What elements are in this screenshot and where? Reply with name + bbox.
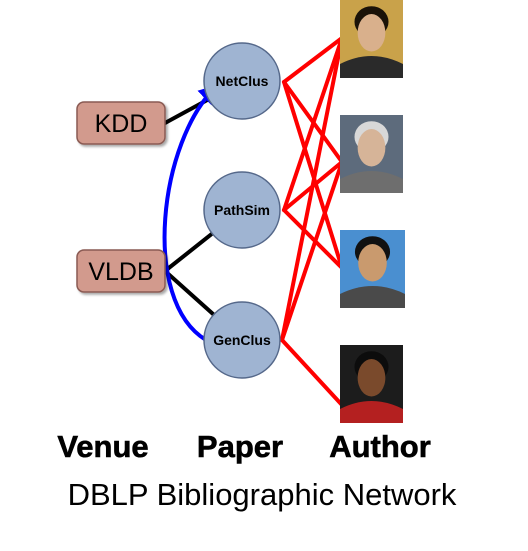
venue-node-vldb: VLDB <box>76 249 166 293</box>
venue-box <box>76 101 166 145</box>
citation-edge <box>162 84 219 342</box>
author-photo-a1 <box>340 0 403 78</box>
paper-author-edge <box>282 36 344 84</box>
author-column-header: Author <box>329 429 431 464</box>
venue-paper-edge <box>163 231 215 273</box>
person-shoulders <box>340 286 405 308</box>
paper-column-header: Paper <box>197 429 283 464</box>
person-face <box>357 129 386 167</box>
paper-node-genclus: GenClus <box>203 301 281 379</box>
person-face <box>358 244 387 282</box>
person-shoulders <box>340 171 403 193</box>
paper-label: GenClus <box>213 332 271 348</box>
person-shoulders <box>340 56 403 78</box>
diagram-caption: DBLP Bibliographic Network <box>68 477 457 512</box>
paper-node-netclus: NetClus <box>203 42 281 120</box>
author-photo-a2 <box>340 115 403 193</box>
author-photo-a3 <box>340 230 405 308</box>
author-photo-a4 <box>340 345 403 423</box>
paper-author-edge <box>280 36 344 342</box>
paper-circle <box>203 42 281 120</box>
venue-column-header: Venue <box>57 429 148 464</box>
person-face <box>357 359 386 397</box>
person-shoulders <box>340 401 403 423</box>
paper-label: NetClus <box>216 73 269 89</box>
venue-label: VLDB <box>88 258 153 286</box>
venue-box <box>76 249 166 293</box>
paper-author-edge <box>282 36 344 212</box>
venue-node-kdd: KDD <box>76 101 166 145</box>
paper-circle <box>203 171 281 249</box>
paper-author-edge <box>280 338 344 407</box>
venue-label: KDD <box>95 110 148 138</box>
paper-node-pathsim: PathSim <box>203 171 281 249</box>
paper-circle <box>203 301 281 379</box>
person-face <box>357 14 386 52</box>
paper-author-edge <box>280 160 344 342</box>
paper-label: PathSim <box>214 202 270 218</box>
venue-paper-edge <box>163 269 216 317</box>
edges-layer <box>162 36 344 407</box>
paper-author-edge <box>282 208 344 270</box>
